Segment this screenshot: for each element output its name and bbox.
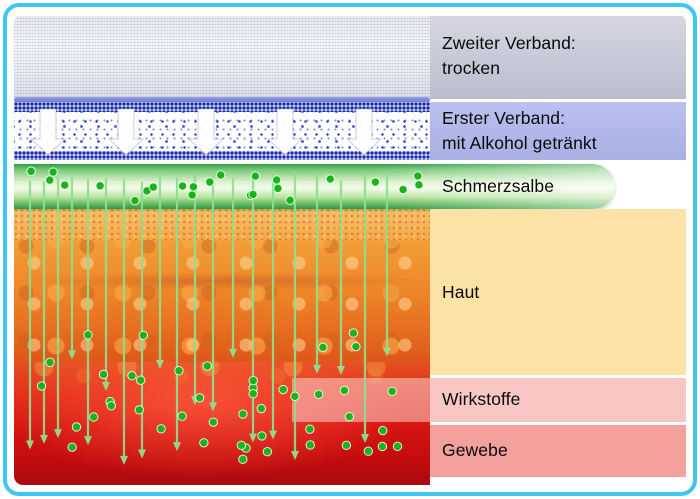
label-box-active-ingredients <box>430 378 686 422</box>
label-box-skin <box>430 209 686 375</box>
diagram-frame: Zweiter Verband: trocken Erster Verband:… <box>3 3 697 496</box>
label-skin: Haut <box>442 282 480 302</box>
label-first-bandage-line1: Erster Verband: <box>442 108 566 128</box>
diffusion-overlay <box>26 108 424 465</box>
label-first-bandage-line2: mit Alkohol getränkt <box>442 133 597 153</box>
ingredient-dots <box>26 166 424 465</box>
label-first-bandage: Erster Verband: mit Alkohol getränkt <box>442 106 597 156</box>
label-tissue: Gewebe <box>442 440 508 460</box>
green-diffusion-arrows <box>26 171 391 465</box>
label-active-ingredients: Wirkstoffe <box>442 389 521 409</box>
diagram-canvas: Zweiter Verband: trocken Erster Verband:… <box>14 14 686 485</box>
label-second-bandage-line2: trocken <box>442 58 501 78</box>
label-ointment: Schmerzsalbe <box>442 176 555 196</box>
label-second-bandage: Zweiter Verband: trocken <box>442 31 576 81</box>
label-box-second-bandage <box>430 16 686 99</box>
label-second-bandage-line1: Zweiter Verband: <box>442 33 576 53</box>
skin-layer <box>14 208 430 366</box>
active-ingredients-highlight <box>292 378 430 422</box>
dry-bandage-texture <box>14 16 430 103</box>
ointment-band <box>14 164 615 209</box>
label-box-tissue <box>430 425 686 477</box>
label-box-first-bandage <box>430 102 686 160</box>
white-down-arrows <box>29 108 383 156</box>
